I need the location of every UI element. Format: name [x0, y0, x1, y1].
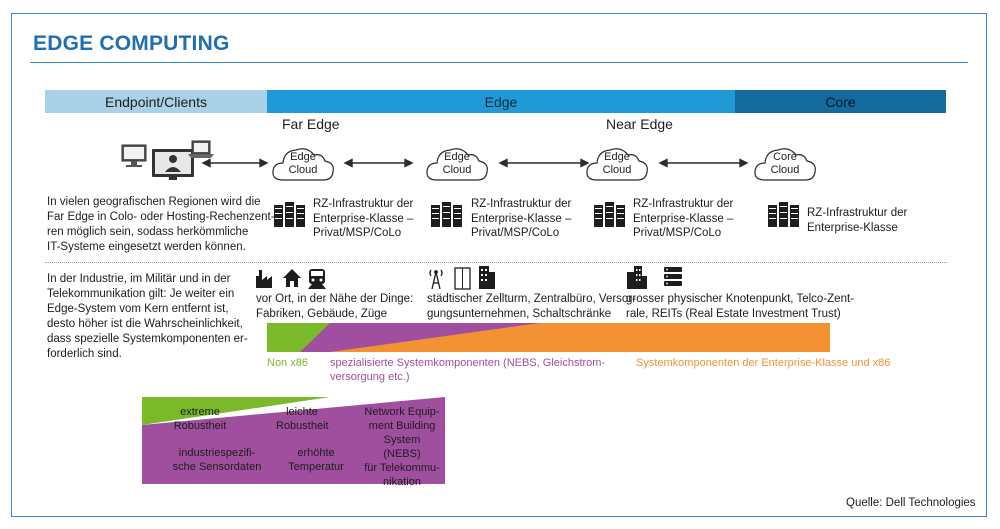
requirements-green-area [142, 397, 330, 425]
non-x86-caption: Non x86 [267, 357, 308, 369]
light-robustness-label: leichte Robustheit [276, 406, 329, 432]
specialized-caption: spezialisierte Systemkomponenten (NEBS, … [330, 357, 606, 383]
non-x86-wedge [267, 323, 330, 352]
infra-label-3: RZ-Infrastruktur der Enterprise-Klasse –… [633, 198, 734, 239]
band-edge: Edge [267, 90, 735, 113]
server-stack-icon [664, 267, 682, 286]
edge-cloud-label-3: Edge Cloud [602, 151, 632, 176]
video-call-monitor-icon [152, 149, 194, 180]
infra-label-1: RZ-Infrastruktur der Enterprise-Klasse –… [313, 198, 414, 239]
enterprise-caption: Systemkomponenten der Enterprise-Klasse … [636, 357, 891, 369]
house-icon [283, 269, 301, 287]
band-endpoint: Endpoint/Clients [45, 90, 267, 113]
band-edge-label: Edge [484, 93, 518, 110]
server-rack-icon-2 [431, 202, 462, 227]
cell-tower-icon [429, 269, 443, 290]
core-cloud-label: Core Cloud [770, 151, 800, 176]
edge-cloud-icon-1 [272, 148, 334, 181]
large-location-text: grosser physischer Knotenpunkt, Telco-Ze… [626, 293, 854, 320]
title-rule [30, 62, 968, 63]
desktop-computer-icon [121, 144, 147, 167]
edge-cloud-icon-3 [586, 148, 648, 181]
train-icon [308, 269, 326, 289]
industry-text: In der Industrie, im Militär und in der … [47, 273, 248, 360]
edge-cloud-label-1: Edge Cloud [288, 151, 318, 176]
elevated-temperature-label: erhöhte Temperatur [288, 447, 344, 473]
cabinet-icon [454, 267, 471, 290]
server-rack-icon-3 [594, 202, 625, 227]
band-core: Core [735, 90, 946, 113]
office-building-icon [479, 266, 495, 289]
factory-icon [256, 270, 272, 288]
band-core-label: Core [825, 93, 856, 110]
near-edge-label: Near Edge [606, 116, 673, 132]
section-divider [45, 262, 947, 263]
city-location-text: städtischer Zellturm, Zentralbüro, Verso… [427, 293, 636, 320]
far-edge-label: Far Edge [282, 116, 340, 132]
diagram-title: EDGE COMPUTING [33, 32, 230, 55]
server-rack-icon-1 [274, 202, 305, 227]
specialized-components-wedge [267, 323, 540, 352]
infra-label-2: RZ-Infrastruktur der Enterprise-Klasse –… [471, 198, 572, 239]
extreme-robustness-label: extreme Robustheit [173, 406, 227, 432]
band-endpoint-label: Endpoint/Clients [105, 93, 207, 110]
onsite-location-text: vor Ort, in der Nähe der Dinge: Fabriken… [256, 293, 414, 320]
connection-arrows [201, 158, 749, 168]
edge-cloud-icon-2 [426, 148, 488, 181]
core-cloud-icon [754, 148, 816, 181]
laptop-icon [188, 140, 214, 158]
nebs-label: Network Equip- ment Building System (NEB… [364, 406, 440, 488]
server-rack-icon-4 [768, 202, 799, 227]
sensor-data-label: industriespezifi- sche Sensordaten [172, 447, 262, 473]
requirements-purple-area [142, 397, 445, 484]
regions-text: In vielen geografischen Regionen wird di… [47, 196, 275, 253]
source-credit: Quelle: Dell Technologies [846, 497, 976, 509]
edge-cloud-label-2: Edge Cloud [442, 151, 472, 176]
city-buildings-icon [627, 266, 647, 289]
infra-label-4: RZ-Infrastruktur der Enterprise-Klasse [807, 207, 908, 234]
